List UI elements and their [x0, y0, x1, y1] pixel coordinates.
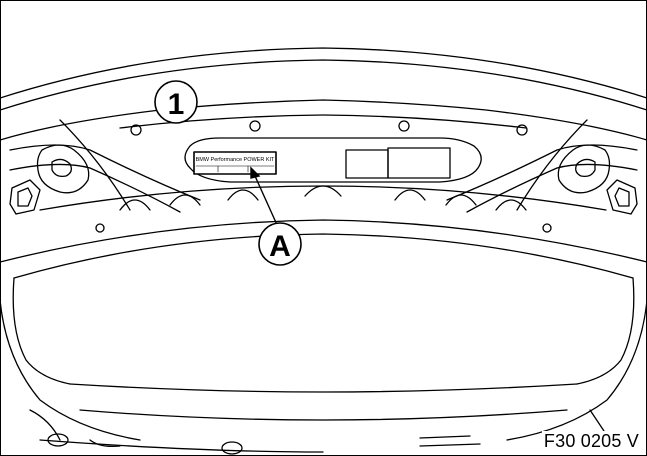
figure-code: F30 0205 V	[541, 431, 641, 452]
opening-left	[345, 149, 389, 179]
left-latch	[9, 179, 41, 215]
lower-panel-rim	[0, 219, 647, 263]
callout-1-label: 1	[168, 88, 185, 121]
right-arm-upper	[446, 144, 638, 201]
right-rib	[516, 119, 588, 211]
bottom-strip	[79, 409, 568, 421]
callout-a-leader	[250, 166, 279, 228]
bottom-hole-left	[47, 433, 69, 447]
right-bracket	[557, 144, 611, 194]
opening-right	[387, 147, 451, 179]
bottom-hole-mid	[221, 441, 243, 455]
left-slot	[51, 158, 72, 178]
left-rib	[59, 119, 131, 211]
lower-panel-right	[576, 277, 635, 385]
brace-recess	[184, 137, 482, 183]
hood-inner-edge	[0, 59, 647, 111]
bottom-detail-left	[29, 409, 121, 448]
right-arm-lower	[466, 163, 638, 213]
stiffener-scallops	[119, 185, 527, 211]
right-slot	[575, 158, 596, 178]
lower-panel-edge	[0, 299, 141, 441]
left-bracket	[36, 144, 90, 194]
hood-frame-outline	[0, 99, 647, 141]
mount-hole	[249, 120, 261, 132]
brace-lower	[39, 185, 607, 211]
callout-a: A	[258, 222, 302, 266]
mount-hole	[95, 223, 105, 233]
bottom-strip-lower	[39, 439, 324, 453]
lower-panel-inner	[13, 233, 634, 279]
right-latch	[606, 179, 638, 215]
lower-panel-edge-right	[506, 299, 647, 441]
left-arm-lower	[9, 163, 181, 213]
right-latch-inner	[614, 187, 630, 207]
hood-outer-edge	[0, 47, 647, 99]
mount-hole	[130, 124, 142, 136]
mount-hole	[542, 223, 552, 233]
sticker-title: BMW Performance POWER KIT	[196, 157, 275, 163]
mount-hole	[516, 124, 528, 136]
lower-panel-bottom	[69, 383, 578, 393]
callout-a-label: A	[269, 230, 291, 263]
powerkit-sticker	[193, 151, 277, 175]
left-latch-inner	[17, 187, 33, 207]
lower-panel-left	[12, 277, 71, 385]
bottom-slots	[419, 435, 481, 447]
mount-hole	[398, 120, 410, 132]
left-arm-upper	[9, 144, 201, 201]
callout-1: 1	[154, 80, 198, 124]
